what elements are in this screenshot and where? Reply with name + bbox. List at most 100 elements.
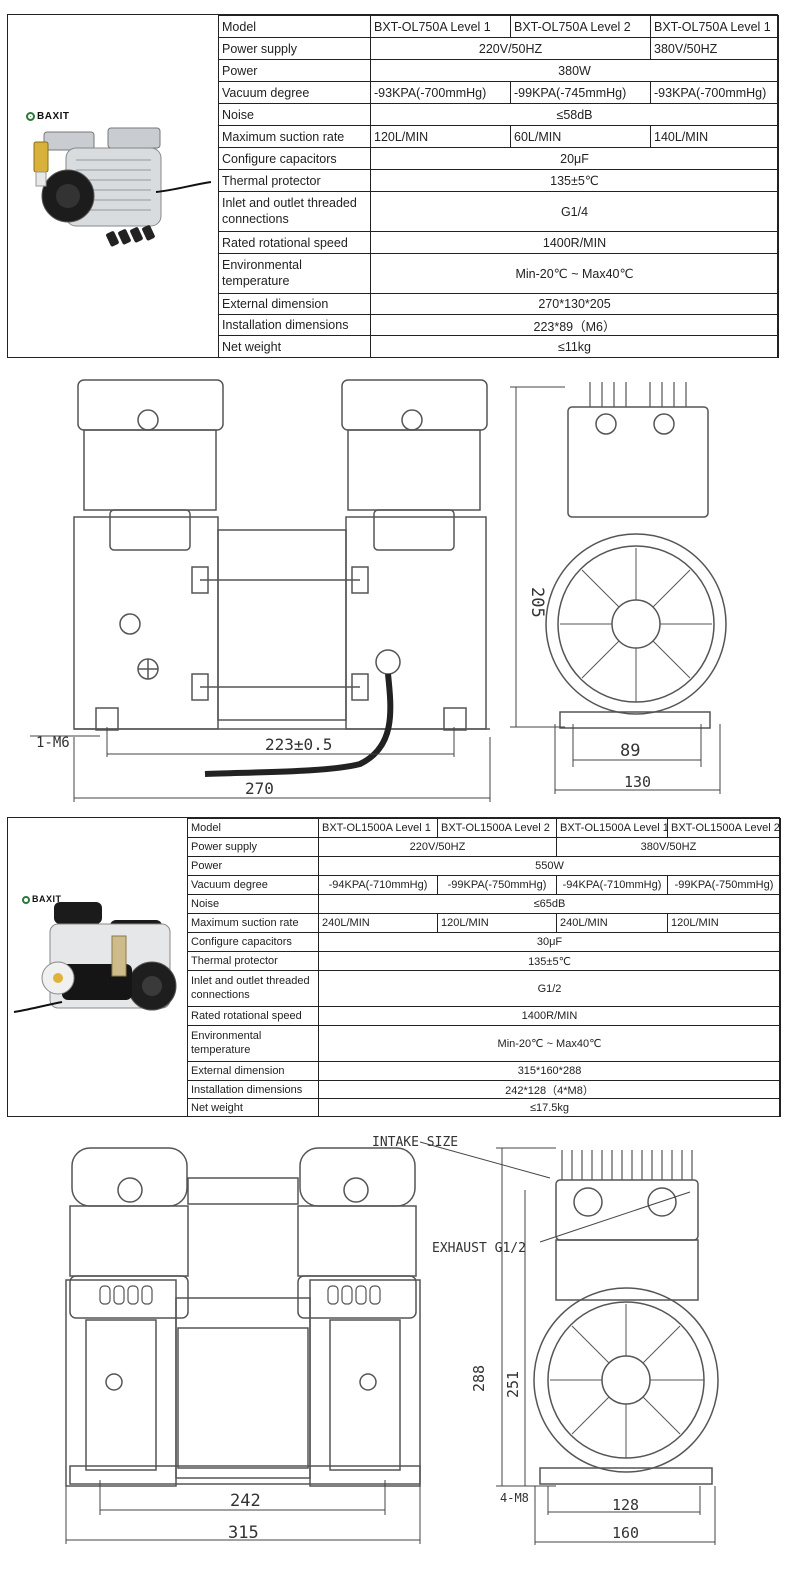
table-row: Model BXT-OL750A Level 1 BXT-OL750A Leve… [218, 15, 779, 38]
vacuum-value-1: -94KPA(-710mmHg) [318, 875, 438, 895]
spec-grid-1500a: Model BXT-OL1500A Level 1 BXT-OL1500A Le… [187, 818, 781, 1117]
table-row: Thermal protector 135±5℃ [187, 951, 781, 971]
model-label: Model [187, 818, 319, 838]
brand-name: BAXIT [32, 894, 62, 904]
model-col-2: BXT-OL1500A Level 2 [437, 818, 557, 838]
install-value: 242*128（4*M8） [318, 1080, 781, 1099]
vacuum-value-2: -99KPA(-745mmHg) [510, 81, 651, 104]
dim-width-inner-750a: 89 [620, 741, 640, 761]
external-label: External dimension [187, 1061, 319, 1081]
capacitors-label: Configure capacitors [218, 147, 371, 170]
vacuum-value-2: -99KPA(-750mmHg) [437, 875, 557, 895]
exhaust-label: EXHAUST G1/2 [432, 1241, 526, 1256]
brand-name: BAXIT [37, 111, 70, 122]
speed-label: Rated rotational speed [218, 231, 371, 254]
table-row: Rated rotational speed 1400R/MIN [218, 231, 779, 254]
env-label: Environmental temperature [187, 1025, 319, 1062]
dimension-lines-side [510, 386, 721, 794]
vacuum-label: Vacuum degree [187, 875, 319, 895]
table-row: Net weight ≤17.5kg [187, 1098, 781, 1117]
table-row: Configure capacitors 20μF [218, 147, 779, 170]
table-row: Vacuum degree -93KPA(-700mmHg) -99KPA(-7… [218, 81, 779, 104]
dim-height-750a: 205 [527, 587, 547, 618]
model-col-4: BXT-OL1500A Level 2 [667, 818, 781, 838]
power-supply-220: 220V/50HZ [370, 37, 651, 60]
table-row: External dimension 315*160*288 [187, 1061, 781, 1081]
dim-width-750a: 130 [624, 773, 651, 791]
pump-photo-750a [33, 127, 212, 247]
capacitors-value: 20μF [370, 147, 779, 170]
table-row: Power 380W [218, 59, 779, 82]
env-value: Min-20℃ ~ Max40℃ [370, 253, 779, 294]
thermal-value: 135±5℃ [318, 951, 781, 971]
power-value: 380W [370, 59, 779, 82]
technical-drawing-1500a: 242 315 [0, 1130, 790, 1576]
suction-value-3: 240L/MIN [556, 913, 668, 933]
dim-height-inner-1500a: 251 [504, 1371, 522, 1398]
dimension-lines-front-1500a [65, 1480, 421, 1544]
table-row: Power supply 220V/50HZ 380V/50HZ [187, 837, 781, 857]
external-label: External dimension [218, 293, 371, 315]
power-supply-380: 380V/50HZ [556, 837, 781, 857]
weight-label: Net weight [218, 335, 371, 358]
vacuum-value-3: -94KPA(-710mmHg) [556, 875, 668, 895]
intake-label: INTAKE SIZE [372, 1135, 458, 1150]
weight-value: ≤17.5kg [318, 1098, 781, 1117]
power-supply-220: 220V/50HZ [318, 837, 557, 857]
model-col-2: BXT-OL750A Level 2 [510, 15, 651, 38]
technical-drawing-750a: 223±0.5 270 1-M6 [0, 362, 790, 812]
inlet-label: Inlet and outlet threaded connections [218, 191, 371, 232]
drawing-1500a-svg: 242 315 [65, 1135, 719, 1545]
brand-logo: BAXIT [22, 894, 62, 904]
power-label: Power [218, 59, 371, 82]
table-row: External dimension 270*130*205 [218, 293, 779, 315]
install-value: 223*89（M6） [370, 314, 779, 336]
dimension-lines-front [30, 727, 491, 802]
inlet-value: G1/2 [318, 970, 781, 1007]
table-row: Vacuum degree -94KPA(-710mmHg) -99KPA(-7… [187, 875, 781, 895]
dim-mount-1500a: 242 [230, 1491, 261, 1511]
table-row: Inlet and outlet threaded connections G1… [187, 970, 781, 1007]
table-row: Rated rotational speed 1400R/MIN [187, 1006, 781, 1026]
model-col-1: BXT-OL750A Level 1 [370, 15, 511, 38]
capacitors-label: Configure capacitors [187, 932, 319, 952]
vacuum-label: Vacuum degree [218, 81, 371, 104]
dim-length-1500a: 315 [228, 1523, 259, 1543]
capacitors-value: 30μF [318, 932, 781, 952]
speed-label: Rated rotational speed [187, 1006, 319, 1026]
dim-thread-1500a: 4-M8 [500, 1491, 529, 1505]
table-row: Environmental temperature Min-20℃ ~ Max4… [187, 1025, 781, 1062]
spec-table-1500a: BAXIT Model BXT-OL1500A Level 1 BXT-OL15… [7, 817, 781, 1117]
vacuum-value-1: -93KPA(-700mmHg) [370, 81, 511, 104]
model-col-1: BXT-OL1500A Level 1 [318, 818, 438, 838]
noise-label: Noise [187, 894, 319, 914]
external-value: 270*130*205 [370, 293, 779, 315]
side-view-1500a [533, 1150, 719, 1485]
table-row: Net weight ≤11kg [218, 335, 779, 358]
brand-logo: BAXIT [26, 111, 70, 122]
table-row: Environmental temperature Min-20℃ ~ Max4… [218, 253, 779, 294]
inlet-value: G1/4 [370, 191, 779, 232]
model-col-3: BXT-OL1500A Level 1 [556, 818, 668, 838]
power-supply-380: 380V/50HZ [650, 37, 779, 60]
install-label: Installation dimensions [218, 314, 371, 336]
suction-value-4: 120L/MIN [667, 913, 781, 933]
table-row: Installation dimensions 242*128（4*M8） [187, 1080, 781, 1099]
env-label: Environmental temperature [218, 253, 371, 294]
table-row: Thermal protector 135±5℃ [218, 169, 779, 192]
table-row: Maximum suction rate 120L/MIN 60L/MIN 14… [218, 125, 779, 148]
front-view-750a [73, 379, 490, 731]
suction-value-1: 120L/MIN [370, 125, 511, 148]
thermal-value: 135±5℃ [370, 169, 779, 192]
front-view-1500a [65, 1147, 421, 1487]
noise-value: ≤65dB [318, 894, 781, 914]
power-value: 550W [318, 856, 781, 876]
dim-height-1500a: 288 [470, 1365, 488, 1392]
suction-value-2: 60L/MIN [510, 125, 651, 148]
power-supply-label: Power supply [187, 837, 319, 857]
dim-mount-750a: 223±0.5 [265, 735, 332, 754]
table-row: Power 550W [187, 856, 781, 876]
model-label: Model [218, 15, 371, 38]
model-col-3: BXT-OL750A Level 1 [650, 15, 779, 38]
speed-value: 1400R/MIN [318, 1006, 781, 1026]
